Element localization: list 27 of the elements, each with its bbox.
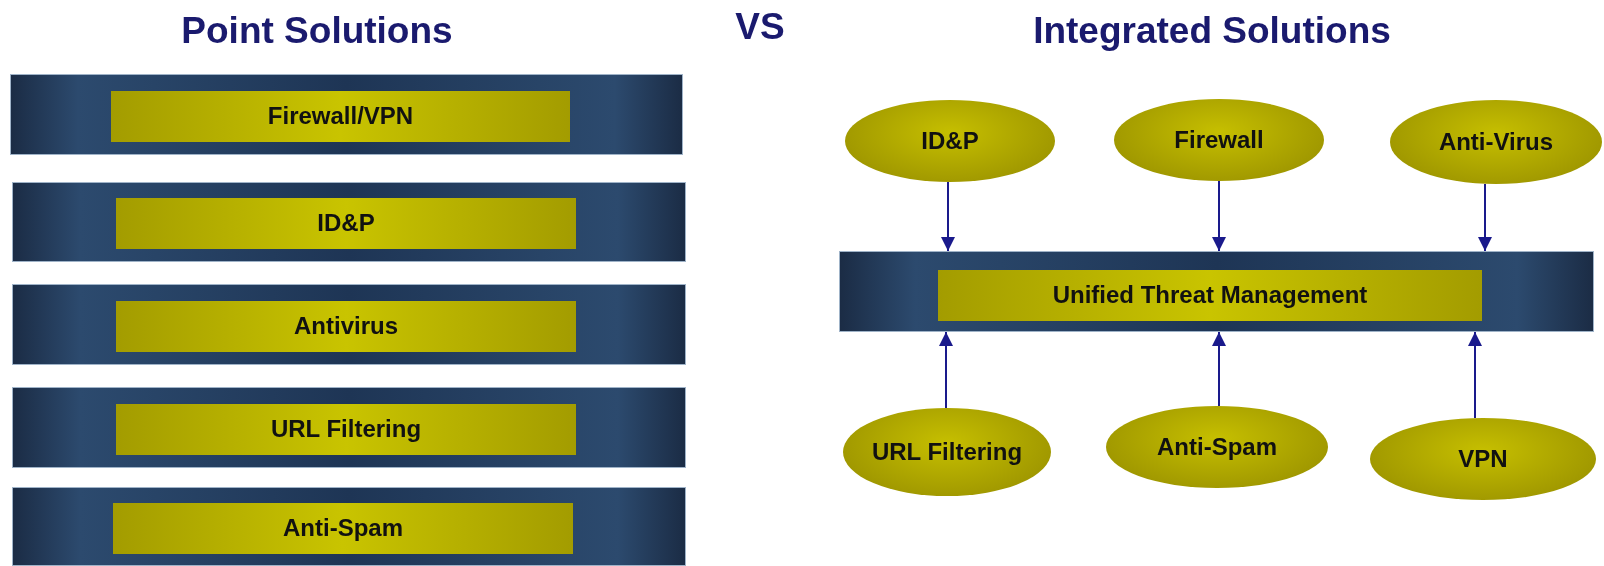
band-panel xyxy=(12,284,686,365)
arrow xyxy=(939,331,953,409)
oval-node: ID&P xyxy=(845,100,1055,182)
oval-node: Anti-Spam xyxy=(1106,406,1328,488)
label-bar: Unified Threat Management xyxy=(938,270,1482,321)
band-panel xyxy=(839,251,1594,332)
band-panel xyxy=(10,74,683,155)
arrow xyxy=(1468,331,1482,419)
arrow xyxy=(1212,180,1226,252)
oval-node: URL Filtering xyxy=(843,408,1051,496)
label-bar: Anti-Spam xyxy=(113,503,573,554)
oval-node: Firewall xyxy=(1114,99,1324,181)
arrow xyxy=(1212,331,1226,407)
label-bar: ID&P xyxy=(116,198,576,249)
heading: Point Solutions xyxy=(181,10,453,52)
arrow xyxy=(1478,183,1492,252)
label-bar: URL Filtering xyxy=(116,404,576,455)
band-panel xyxy=(12,387,686,468)
oval-node: Anti-Virus xyxy=(1390,100,1602,184)
band-panel xyxy=(12,182,686,262)
label-bar: Firewall/VPN xyxy=(111,91,570,142)
label-bar: Antivirus xyxy=(116,301,576,352)
arrow xyxy=(941,181,955,252)
heading: VS xyxy=(735,6,785,48)
band-panel xyxy=(12,487,686,566)
heading: Integrated Solutions xyxy=(1033,10,1391,52)
oval-node: VPN xyxy=(1370,418,1596,500)
